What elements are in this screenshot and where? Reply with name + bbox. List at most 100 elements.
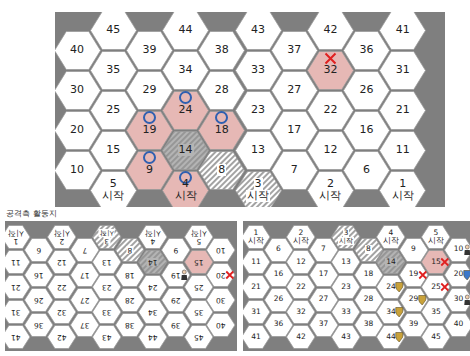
hex-cell: 42 bbox=[307, 12, 354, 50]
cell-text-group: 40 bbox=[444, 313, 470, 337]
hex-cell: 30 bbox=[444, 288, 470, 312]
hex-shape bbox=[307, 91, 353, 129]
hex-cell: 31 bbox=[379, 51, 426, 90]
cell-text-group: 19 bbox=[126, 111, 173, 150]
hex-shape bbox=[139, 301, 168, 324]
cell-number: 37 bbox=[319, 320, 329, 328]
cell-text-group: 22 bbox=[47, 275, 77, 299]
hex-cell: 33 bbox=[235, 51, 282, 90]
hex-shape bbox=[377, 251, 406, 274]
hex-cell: 13 bbox=[235, 131, 282, 170]
cell-number: 24 bbox=[179, 104, 193, 116]
hex-cell: 32 bbox=[286, 300, 316, 324]
cell-number: 41 bbox=[396, 24, 410, 36]
hex-shape bbox=[287, 326, 316, 349]
hex-shape bbox=[344, 111, 390, 149]
cell-number: 33 bbox=[251, 64, 265, 76]
cell-text-group: 11 bbox=[379, 131, 426, 170]
hex-shape bbox=[332, 301, 361, 324]
cell-number: 3 bbox=[343, 229, 350, 237]
cell-text-group: 21 bbox=[5, 275, 31, 299]
hex-shape bbox=[271, 151, 317, 189]
hex-cell: 20 bbox=[444, 263, 470, 287]
hex-shape bbox=[47, 251, 76, 274]
hex-cell: 22 bbox=[307, 91, 354, 130]
cell-number: 20 bbox=[216, 270, 226, 278]
cell-text-group: 9 bbox=[399, 238, 429, 262]
hex-shape bbox=[70, 238, 99, 261]
cell-number: 43 bbox=[341, 333, 351, 341]
cell-number: 11 bbox=[251, 258, 261, 266]
hex-shape bbox=[380, 131, 426, 169]
hex-cell: 1시작 bbox=[5, 225, 31, 249]
hex-shape bbox=[207, 263, 236, 286]
cell-text-group: 25 bbox=[184, 275, 214, 299]
hex-shape bbox=[309, 263, 338, 286]
person-icon bbox=[464, 300, 470, 305]
cell-number: 34 bbox=[386, 308, 396, 316]
hex-cell: 44 bbox=[138, 325, 168, 349]
hex-cell: 15 bbox=[90, 131, 137, 170]
cell-text-group: 10 bbox=[206, 238, 236, 262]
cell-number: 23 bbox=[341, 283, 351, 291]
hex-cell: 5시작 bbox=[90, 171, 137, 208]
cell-number: 25 bbox=[431, 283, 441, 291]
cell-number: 32 bbox=[296, 308, 306, 316]
hex-shape bbox=[116, 313, 145, 336]
cell-text-group: 25 bbox=[421, 275, 451, 299]
hex-cell: 16 bbox=[264, 263, 294, 287]
cell-text-group: 8 bbox=[115, 238, 145, 262]
cell-number: 16 bbox=[34, 270, 44, 278]
cell-number: 13 bbox=[102, 258, 112, 266]
cell-number: 23 bbox=[251, 104, 265, 116]
hex-cell: 27 bbox=[70, 288, 100, 312]
hex-shape bbox=[287, 251, 316, 274]
cell-number: 29 bbox=[171, 295, 181, 303]
hex-cell: 19 bbox=[126, 111, 173, 150]
cell-number: 5 bbox=[434, 229, 439, 237]
hex-shape bbox=[93, 276, 122, 299]
cell-number: 1 bbox=[14, 237, 19, 245]
hex-shape bbox=[399, 263, 428, 286]
cell-text-group: 6 bbox=[264, 238, 294, 262]
hex-shape bbox=[444, 238, 470, 261]
hex-shape bbox=[70, 263, 99, 286]
cell-number: 23 bbox=[102, 283, 112, 291]
hex-cell: 29 bbox=[399, 288, 429, 312]
hex-cell: 40 bbox=[206, 313, 236, 337]
hex-cell: 28 bbox=[198, 71, 245, 110]
cell-text-group: 17 bbox=[70, 263, 100, 287]
cell-number: 3 bbox=[104, 237, 111, 245]
cell-text-group: 3시작 bbox=[235, 171, 282, 208]
hex-cell: 25 bbox=[421, 275, 451, 299]
cell-text-group: 26 bbox=[24, 288, 54, 312]
cell-text-group: 19 bbox=[161, 263, 191, 287]
start-label: 시작 bbox=[383, 237, 399, 245]
cell-text-group: 13 bbox=[235, 131, 282, 170]
hex-cell: 45 bbox=[184, 325, 214, 349]
hex-cell: 12 bbox=[307, 131, 354, 170]
hex-shape bbox=[139, 226, 168, 249]
hex-shape bbox=[243, 226, 270, 249]
hex-cell: 6 bbox=[264, 238, 294, 262]
cell-text-group: 5시작 bbox=[184, 225, 214, 249]
hex-cell: 33 bbox=[331, 300, 361, 324]
cell-text-group: 38 bbox=[198, 31, 245, 70]
cell-number: 2 bbox=[327, 178, 334, 190]
hex-shape bbox=[70, 288, 99, 311]
cell-text-group: 28 bbox=[198, 71, 245, 110]
cell-text-group: 12 bbox=[47, 250, 77, 274]
hex-shape bbox=[422, 301, 451, 324]
cell-number: 4 bbox=[389, 229, 394, 237]
cell-text-group: 18 bbox=[198, 111, 245, 150]
start-label: 시작 bbox=[54, 229, 70, 237]
hex-shape bbox=[163, 131, 209, 169]
hex-shape bbox=[161, 263, 190, 286]
cell-text-group: 33 bbox=[92, 300, 122, 324]
hex-cell: 14 bbox=[376, 250, 406, 274]
cell-text-group: 37 bbox=[309, 313, 339, 337]
hex-shape bbox=[354, 313, 383, 336]
hex-cell: 40 bbox=[444, 313, 470, 337]
cell-text-group: 11 bbox=[5, 250, 31, 274]
hex-cell: 36 bbox=[264, 313, 294, 337]
